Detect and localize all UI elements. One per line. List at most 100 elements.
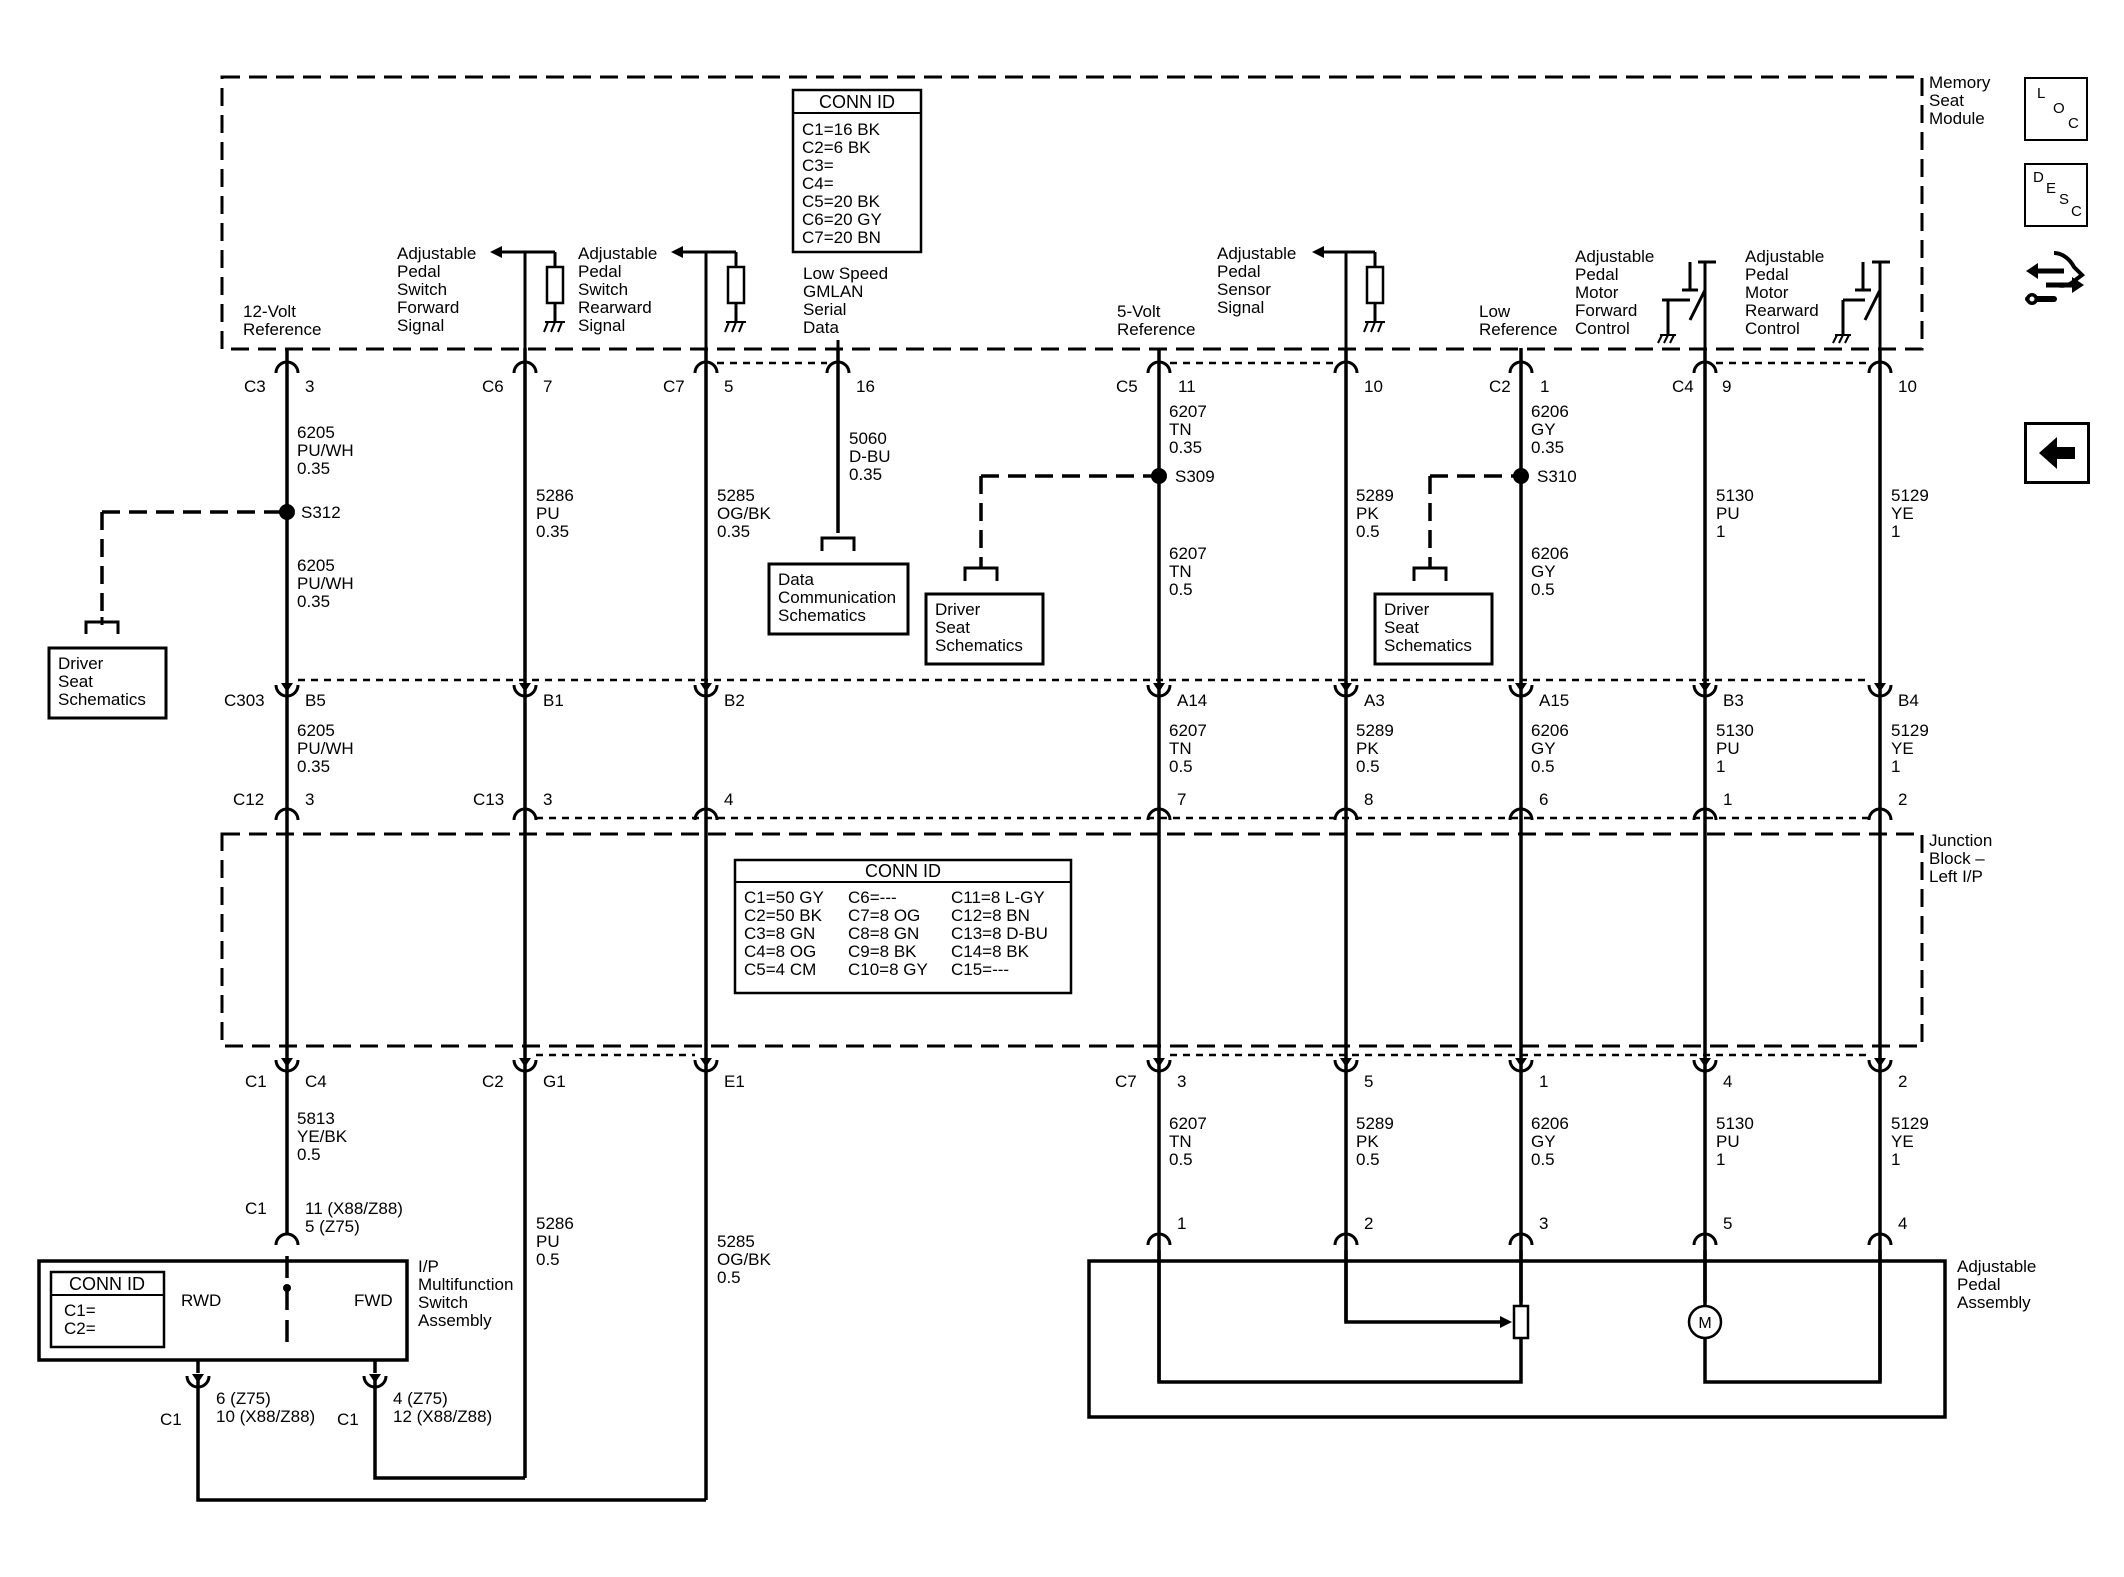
svg-text:0.35: 0.35 (297, 592, 330, 611)
location-button[interactable]: L O C (2024, 77, 2088, 141)
svg-text:Rearward: Rearward (1745, 301, 1819, 320)
svg-text:M: M (1698, 1315, 1711, 1332)
svg-text:9: 9 (1722, 377, 1731, 396)
pedal-sensor-input-circuit (1312, 246, 1385, 360)
ref-driver-seat-schematics-left[interactable]: Driver Seat Schematics (47, 617, 168, 720)
c303-wire-labels: 6205 PU/WH 0.35 6207 TN 0.5 5289 PK 0.5 … (297, 721, 1929, 776)
svg-text:Low: Low (1479, 302, 1511, 321)
svg-text:5289: 5289 (1356, 1114, 1394, 1133)
svg-text:1: 1 (1891, 1150, 1900, 1169)
svg-text:C303: C303 (224, 691, 265, 710)
svg-text:Seat: Seat (1384, 618, 1419, 637)
svg-text:C9=8 BK: C9=8 BK (848, 942, 917, 961)
service-tools-icon[interactable] (2024, 245, 2088, 309)
svg-text:1: 1 (1891, 757, 1900, 776)
svg-text:C1: C1 (337, 1410, 359, 1429)
svg-text:C2: C2 (482, 1072, 504, 1091)
signal-label-5v-reference: 5-Volt Reference (1117, 302, 1195, 339)
signal-label-motor-rearward: Adjustable Pedal Motor Rearward Control (1745, 247, 1824, 338)
c303-labels: C303 B5 B1 B2 A14 A3 A15 B3 B4 (224, 691, 1919, 710)
svg-text:Driver: Driver (935, 600, 981, 619)
svg-text:5289: 5289 (1356, 721, 1394, 740)
svg-text:PU: PU (1716, 739, 1740, 758)
svg-text:C14=8 BK: C14=8 BK (951, 942, 1030, 961)
loc-letter-l: L (2037, 85, 2046, 102)
svg-text:3: 3 (305, 790, 314, 809)
svg-text:Switch: Switch (578, 280, 628, 299)
svg-text:Driver: Driver (58, 654, 104, 673)
svg-text:Pedal: Pedal (578, 262, 621, 281)
svg-text:Sensor: Sensor (1217, 280, 1271, 299)
svg-text:Pedal: Pedal (1957, 1275, 2000, 1294)
svg-text:3: 3 (1177, 1072, 1186, 1091)
svg-text:0.35: 0.35 (297, 459, 330, 478)
svg-text:6207: 6207 (1169, 1114, 1207, 1133)
svg-text:Schematics: Schematics (778, 606, 866, 625)
svg-text:C3=8 GN: C3=8 GN (744, 924, 815, 943)
wire-label-6207-upper: 6207 TN 0.35 6207 TN 0.5 (1169, 402, 1207, 599)
svg-text:C13=8 D-BU: C13=8 D-BU (951, 924, 1048, 943)
svg-text:11 (X88/Z88): 11 (X88/Z88) (305, 1199, 403, 1218)
svg-text:C7=8 OG: C7=8 OG (848, 906, 920, 925)
ref-data-communication-schematics[interactable]: Data Communication Schematics (767, 536, 910, 636)
svg-text:B2: B2 (724, 691, 745, 710)
back-button[interactable] (2024, 422, 2090, 484)
svg-text:6207: 6207 (1169, 544, 1207, 563)
svg-text:0.35: 0.35 (536, 522, 569, 541)
svg-text:16: 16 (856, 377, 875, 396)
svg-text:Forward: Forward (1575, 301, 1637, 320)
svg-text:CONN ID: CONN ID (69, 1274, 145, 1294)
svg-text:C5=20 BK: C5=20 BK (802, 192, 881, 211)
svg-text:PU: PU (536, 504, 560, 523)
svg-text:11: 11 (1178, 377, 1196, 396)
svg-text:A15: A15 (1539, 691, 1569, 710)
svg-text:5285: 5285 (717, 486, 755, 505)
svg-text:C1: C1 (245, 1199, 267, 1218)
svg-text:6206: 6206 (1531, 1114, 1569, 1133)
ip-multifunction-switch-assembly: CONN ID C1= C2= RWD FWD (37, 1256, 409, 1362)
svg-text:C2=50 BK: C2=50 BK (744, 906, 823, 925)
svg-text:C10=8 GY: C10=8 GY (848, 960, 928, 979)
svg-text:1: 1 (1891, 522, 1900, 541)
junction-block-top-pin-labels: C12 3 C13 3 4 7 8 6 1 2 (233, 790, 1907, 809)
svg-text:0.5: 0.5 (1169, 1150, 1193, 1169)
svg-text:C1: C1 (160, 1410, 182, 1429)
svg-text:5286: 5286 (536, 1214, 574, 1233)
svg-text:Block –: Block – (1929, 849, 1985, 868)
svg-text:Seat: Seat (935, 618, 970, 637)
junction-block-bottom-wire-labels: 5813 YE/BK 0.5 6207 TN 0.5 5289 PK 0.5 6… (297, 1109, 1929, 1287)
svg-text:Left I/P: Left I/P (1929, 867, 1983, 886)
svg-text:S312: S312 (301, 503, 341, 522)
svg-text:5286: 5286 (536, 486, 574, 505)
svg-text:5285: 5285 (717, 1232, 755, 1251)
svg-text:5130: 5130 (1716, 1114, 1754, 1133)
svg-text:C7=20 BN: C7=20 BN (802, 228, 881, 247)
svg-text:7: 7 (543, 377, 552, 396)
desc-letter-c: C (2071, 203, 2082, 220)
svg-text:10: 10 (1364, 377, 1383, 396)
svg-text:6206: 6206 (1531, 544, 1569, 563)
pedal-motor (1687, 1304, 1723, 1340)
svg-text:5 (Z75): 5 (Z75) (305, 1217, 360, 1236)
left-arrow-icon (2039, 437, 2075, 469)
svg-text:B4: B4 (1898, 691, 1919, 710)
svg-text:Forward: Forward (397, 298, 459, 317)
ref-driver-seat-schematics-right[interactable]: Driver Seat Schematics (1373, 566, 1494, 666)
svg-text:B3: B3 (1723, 691, 1744, 710)
svg-text:C1=16 BK: C1=16 BK (802, 120, 881, 139)
svg-text:OG/BK: OG/BK (717, 504, 772, 523)
svg-text:Pedal: Pedal (1217, 262, 1260, 281)
svg-text:PK: PK (1356, 1132, 1379, 1151)
desc-letter-s: S (2059, 191, 2070, 208)
switch-bottom-pin-labels: C1 6 (Z75) 10 (X88/Z88) C1 4 (Z75) 12 (X… (160, 1389, 492, 1429)
svg-text:GY: GY (1531, 562, 1556, 581)
svg-text:3: 3 (305, 377, 314, 396)
description-button[interactable]: D E S C (2024, 163, 2088, 227)
svg-text:4: 4 (1898, 1214, 1907, 1233)
ref-driver-seat-schematics-middle[interactable]: Driver Seat Schematics (924, 566, 1045, 666)
svg-text:5129: 5129 (1891, 486, 1929, 505)
svg-text:Adjustable: Adjustable (1217, 244, 1296, 263)
svg-text:Adjustable: Adjustable (1957, 1257, 2036, 1276)
svg-text:C3: C3 (244, 377, 266, 396)
svg-text:C6=---: C6=--- (848, 888, 897, 907)
